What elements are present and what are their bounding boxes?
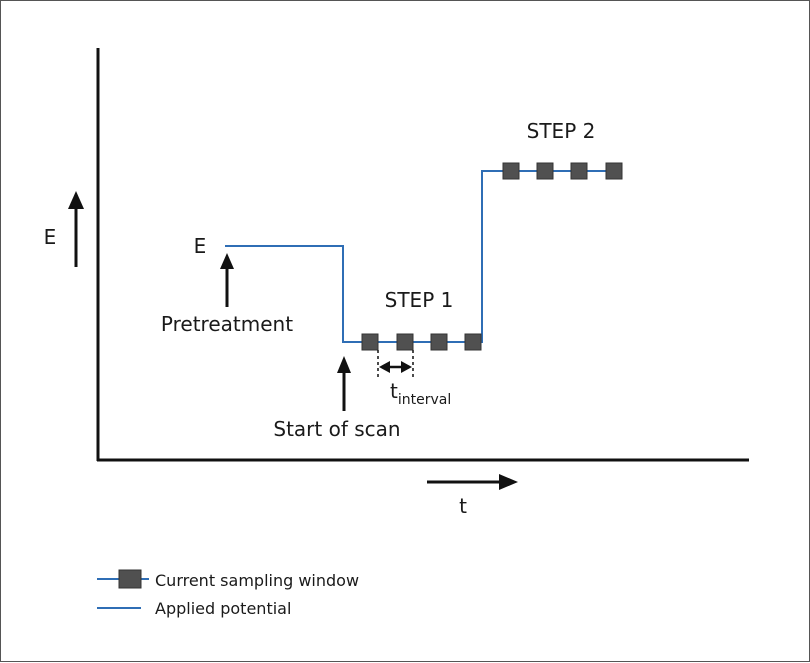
legend-label-applied-potential: Applied potential <box>155 599 291 618</box>
sampling-window-marker <box>536 162 554 180</box>
sampling-window-marker <box>464 333 482 351</box>
pretreatment-arrowhead-icon <box>220 253 234 269</box>
sampling-window-marker <box>605 162 623 180</box>
sampling-window-marker <box>430 333 448 351</box>
interval-label-subscript: interval <box>398 392 451 408</box>
interval-label-main: t <box>390 379 398 403</box>
e-axis-arrowhead-icon <box>68 191 84 209</box>
start-of-scan-label: Start of scan <box>273 417 400 441</box>
interval-label: tinterval <box>390 379 451 408</box>
sampling-window-marker <box>570 162 588 180</box>
pretreatment-label: Pretreatment <box>161 312 293 336</box>
step1-label: STEP 1 <box>385 288 454 312</box>
legend: Current sampling window Applied potentia… <box>97 569 359 618</box>
sampling-window-marker <box>361 333 379 351</box>
t-axis-arrowhead-icon <box>499 474 518 490</box>
step2-label: STEP 2 <box>527 119 596 143</box>
step1-sampling-windows <box>361 333 482 351</box>
sampling-window-marker <box>396 333 414 351</box>
sampling-window-marker <box>502 162 520 180</box>
legend-sampling-window-icon <box>118 569 142 589</box>
interval-arrowhead-left-icon <box>379 361 390 373</box>
initial-potential-label: E <box>194 234 207 258</box>
x-axis-label: t <box>459 494 467 518</box>
y-axis-label: E <box>44 225 57 249</box>
step2-sampling-windows <box>502 162 623 180</box>
legend-label-sampling-window: Current sampling window <box>155 571 359 590</box>
start-of-scan-arrowhead-icon <box>337 356 351 373</box>
interval-arrowhead-right-icon <box>401 361 412 373</box>
